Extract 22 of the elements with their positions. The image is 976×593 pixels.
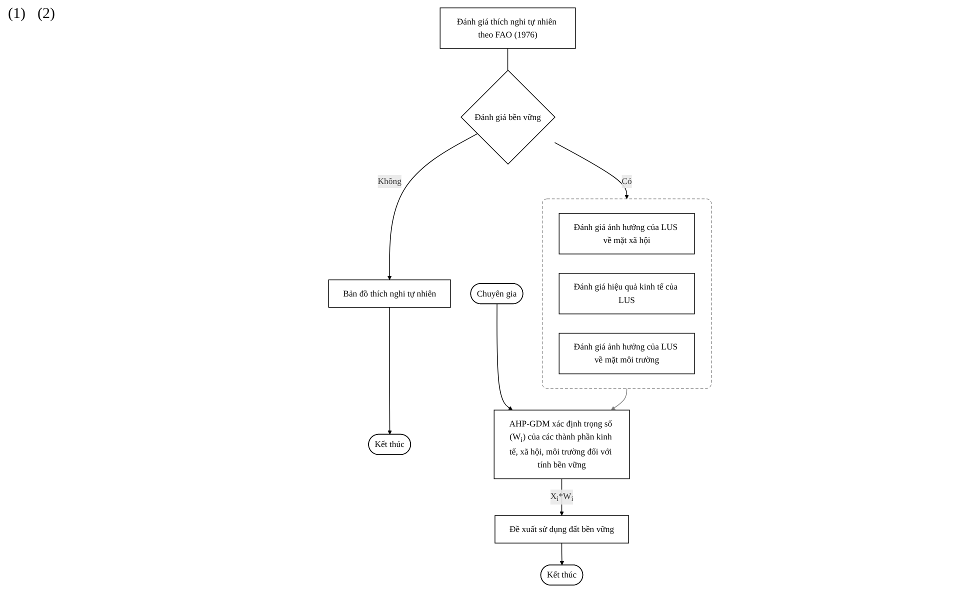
arrow xyxy=(496,304,513,410)
node-box: Bản đồ thích nghi tự nhiên xyxy=(328,279,451,308)
edge-label: Không xyxy=(378,176,402,186)
node-box: Đánh giá ảnh hưởng của LUS về mặt môi trường xyxy=(558,332,695,374)
node-box: Đề xuất sử dụng đất bền vững xyxy=(494,515,629,544)
edge-label: Có xyxy=(622,176,632,186)
note-label: (1) xyxy=(8,6,26,22)
arrow xyxy=(610,388,628,410)
connector xyxy=(507,48,508,71)
node-box: Đánh giá hiệu quả kinh tế của LUS xyxy=(558,272,695,314)
edge-label: X$_{i}$*W$_{i}$ xyxy=(550,491,574,503)
arrow xyxy=(560,542,564,566)
arrow xyxy=(387,133,478,280)
cluster xyxy=(542,198,712,389)
node-box: Đánh giá thích nghi tự nhiên theo FAO (1976) xyxy=(440,8,576,49)
node-box: Đánh giá ảnh hưởng của LUS về mặt xã hội xyxy=(558,213,695,254)
node-diamond: Đánh giá bền vững xyxy=(460,70,556,165)
node-box: AHP-GDM xác định trọng số (W$_{i}$) của các thành phần kinh tế, xã hội, môi trường đối với tính bền vững xyxy=(494,410,630,480)
arrow xyxy=(560,478,564,516)
arrow xyxy=(388,307,392,435)
note-label: (2) xyxy=(38,6,55,22)
arrow xyxy=(554,142,629,200)
